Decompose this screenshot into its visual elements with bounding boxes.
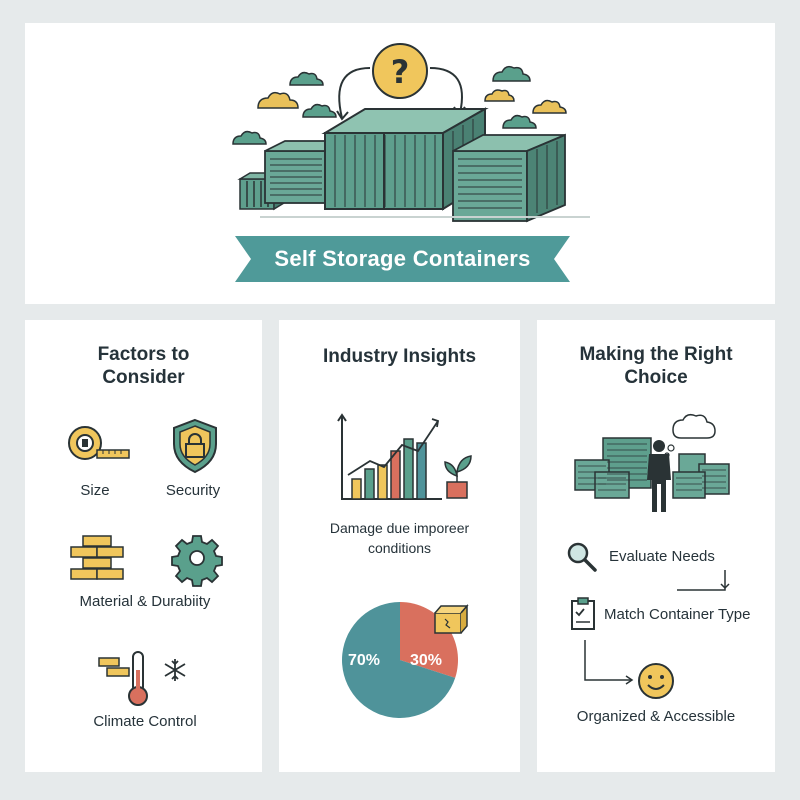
- factors-title: Factors to Consider: [97, 344, 190, 388]
- smiley-icon: [638, 663, 674, 699]
- padlock-shield-icon: [173, 418, 217, 474]
- pie-slice: [342, 602, 456, 718]
- pie-chart: [342, 602, 458, 718]
- pie-label-red: 30%: [410, 652, 443, 669]
- pie-label-teal: 70%: [348, 652, 381, 669]
- hero-panel: ?: [25, 23, 775, 304]
- insights-panel: Industry Insights Damage due imporeer co…: [279, 320, 520, 772]
- cloud-icon: [257, 91, 299, 109]
- factor-label-climate: Climate Control: [93, 713, 197, 730]
- thermometer-snowflake-icon: [98, 651, 186, 706]
- banner-title-wrap: Self Storage Containers: [235, 236, 570, 282]
- choice-panel: Making the Right Choice: [537, 320, 775, 772]
- cloud-icon: [484, 89, 515, 102]
- cloud-icon: [289, 71, 324, 86]
- gear-icon: [171, 535, 223, 587]
- factor-label-material: Material & Durabiity: [79, 593, 211, 610]
- insights-title: Industry Insights: [322, 346, 477, 367]
- clipboard-check-icon: [571, 597, 595, 630]
- cloud-icon: [502, 114, 537, 129]
- flow-arrow: [584, 570, 730, 685]
- plant-pot-icon: [444, 455, 472, 499]
- box-icon: [434, 603, 469, 634]
- question-icon: ?: [372, 43, 428, 99]
- choice-title: Making the Right Choice: [579, 344, 733, 388]
- cloud-icon: [232, 130, 267, 145]
- title-banner: [235, 236, 570, 282]
- cloud-icon: [532, 99, 567, 114]
- svg-text:?: ?: [391, 53, 410, 91]
- magnifier-icon: [567, 542, 597, 572]
- factor-label-security: Security: [165, 482, 221, 499]
- tape-measure-icon: [68, 426, 130, 460]
- right-container-icon: [452, 133, 566, 223]
- factor-label-size: Size: [80, 482, 110, 499]
- cloud-icon: [302, 103, 337, 118]
- person-containers-icon: [574, 413, 730, 512]
- insights-caption: Damage due imporeer conditions: [329, 520, 470, 556]
- growth-chart-icon: [337, 413, 442, 500]
- bricks-icon: [70, 535, 124, 580]
- step-match-container: Match Container Type: [604, 606, 751, 623]
- step-evaluate-needs: Evaluate Needs: [609, 548, 715, 565]
- cloud-icon: [492, 65, 531, 82]
- storage-containers-illustration: ?: [232, 43, 590, 282]
- step-organized-accessible: Organized & Accessible: [576, 708, 736, 725]
- factors-panel: Factors to Consider Size Security: [25, 320, 262, 772]
- pie-slice: [400, 602, 458, 678]
- page-title: Self Storage Containers: [274, 246, 531, 271]
